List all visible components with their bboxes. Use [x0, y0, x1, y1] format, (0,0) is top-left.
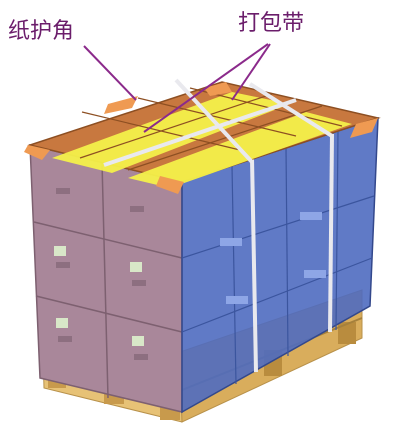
top-grid: [79, 93, 273, 159]
carton-divider: [101, 161, 109, 399]
leader-line-strap-2: [231, 43, 271, 101]
corner-protector: [24, 145, 50, 160]
carton-label: [58, 336, 72, 342]
wrap-highlight: [226, 296, 248, 304]
strap-top: [174, 78, 254, 164]
carton-label: [56, 262, 70, 268]
carton-label: [134, 354, 148, 360]
carton-stack-top: [24, 78, 381, 194]
wrap-highlight: [220, 238, 242, 246]
corner-protector: [104, 96, 138, 114]
wrap-highlight: [304, 270, 326, 278]
pallet-block: [338, 322, 356, 344]
wrap-highlight: [300, 212, 322, 220]
wrap-grid: [231, 165, 237, 385]
wrap-grid: [335, 131, 339, 331]
top-grid: [137, 97, 297, 137]
carton-divider: [33, 221, 183, 259]
corner-protector: [350, 118, 378, 138]
strap-top: [248, 82, 334, 138]
wrap-grid: [181, 195, 375, 259]
strap-top: [103, 98, 297, 167]
stretch-wrap-side: [181, 116, 379, 414]
carton-label: [132, 280, 146, 286]
strap-side: [328, 133, 334, 333]
callouts: 纸护角 打包带: [8, 11, 304, 133]
label-strapping-band: 打包带: [238, 11, 304, 36]
carton-tag: [54, 246, 66, 256]
carton-divider: [35, 295, 183, 333]
leader-line-strap-1: [143, 43, 269, 133]
carton-tag: [56, 318, 68, 328]
carton-tag: [130, 262, 142, 272]
label-corner-protector: 纸护角: [8, 19, 74, 44]
leader-line-corner-protector: [83, 45, 137, 101]
strap-side: [250, 157, 258, 373]
highlight-stripe: [52, 92, 290, 173]
top-grid: [81, 111, 241, 151]
carton-label: [56, 188, 70, 194]
carton-tag: [132, 336, 144, 346]
carton-label: [130, 206, 144, 212]
corner-protector: [156, 176, 184, 194]
top-grid: [127, 105, 323, 171]
wrap-grid: [285, 147, 289, 357]
wrap-grid: [181, 257, 373, 333]
corner-protector: [204, 82, 232, 96]
